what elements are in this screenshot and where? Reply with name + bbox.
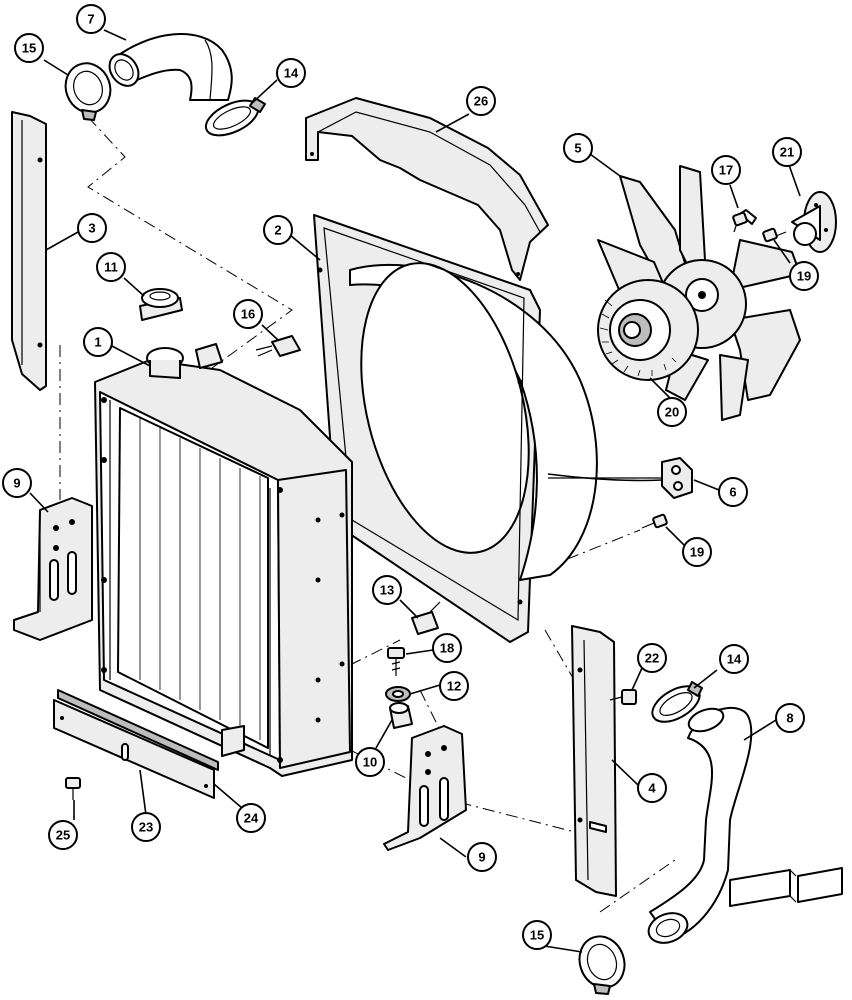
callout-3: 3 (77, 213, 107, 243)
callout-label: 21 (780, 145, 794, 160)
bolt-17 (732, 209, 757, 233)
callout-label: 25 (56, 828, 70, 843)
grommet (547, 457, 693, 499)
callout-15-upper: 15 (14, 33, 44, 63)
callout-label: 22 (645, 651, 659, 666)
callout-label: 15 (530, 928, 544, 943)
callout-label: 14 (284, 66, 299, 81)
hose-clamp-top (64, 62, 112, 121)
hose-clamp-bottom (578, 935, 626, 995)
callout-10: 10 (355, 747, 385, 777)
callout-19-upper: 19 (789, 261, 819, 291)
leader-lines (29, 29, 801, 953)
callout-label: 19 (690, 545, 704, 560)
callout-label: 12 (447, 679, 461, 694)
callout-8: 8 (775, 703, 805, 733)
temp-sender (255, 335, 301, 357)
callout-label: 11 (104, 260, 118, 275)
bolt-19-upper (762, 227, 787, 243)
callout-label: 5 (574, 141, 581, 156)
bottom-seal (57, 689, 219, 771)
callout-13: 13 (372, 575, 402, 605)
callout-21: 21 (772, 137, 802, 167)
mounting-bracket-left (13, 497, 93, 641)
upper-hose (108, 33, 233, 101)
callout-label: 3 (88, 221, 95, 236)
top-shroud (305, 97, 549, 281)
callout-label: 7 (87, 12, 94, 27)
callout-label: 6 (729, 485, 736, 500)
lower-hose (647, 707, 843, 944)
callout-18: 18 (432, 633, 462, 663)
callout-label: 1 (94, 335, 101, 350)
callout-label: 9 (13, 476, 20, 491)
callout-label: 20 (665, 405, 679, 420)
callout-label: 17 (719, 163, 733, 178)
bolt-22 (609, 689, 637, 705)
callout-25: 25 (48, 820, 78, 850)
callout-1: 1 (83, 327, 113, 357)
callout-5: 5 (563, 133, 593, 163)
callout-23: 23 (131, 812, 161, 842)
callout-label: 13 (380, 583, 394, 598)
hose-clamp-upper (204, 97, 266, 137)
callout-label: 16 (241, 307, 255, 322)
callout-label: 18 (440, 641, 454, 656)
callout-label: 14 (727, 652, 742, 667)
callout-2: 2 (263, 215, 293, 245)
callout-9-left: 9 (2, 468, 32, 498)
callout-6: 6 (718, 477, 748, 507)
washer-12 (385, 686, 411, 702)
fan-shroud (313, 214, 598, 643)
bolt-18 (387, 647, 405, 676)
bottom-strip (53, 699, 215, 799)
callout-26: 26 (466, 86, 496, 116)
callout-4: 4 (637, 773, 667, 803)
callout-11: 11 (96, 252, 126, 282)
callout-7: 7 (76, 4, 106, 34)
callout-label: 10 (363, 755, 377, 770)
radiator-cap (139, 288, 183, 321)
callout-label: 23 (139, 820, 153, 835)
hose-clamp-lower (651, 681, 703, 723)
callout-22: 22 (637, 643, 667, 673)
drain-valve (411, 601, 441, 635)
callout-label: 2 (274, 223, 281, 238)
callout-label: 9 (478, 850, 485, 865)
callout-24: 24 (236, 803, 266, 833)
callout-14-upper: 14 (276, 58, 306, 88)
callout-label: 19 (797, 269, 811, 284)
callout-9-right: 9 (467, 842, 497, 872)
callout-label: 8 (786, 711, 793, 726)
callout-label: 4 (648, 781, 656, 796)
callout-label: 26 (474, 94, 488, 109)
callout-20: 20 (657, 397, 687, 427)
callout-label: 24 (244, 811, 259, 826)
callout-12: 12 (439, 671, 469, 701)
callout-14-lower: 14 (719, 644, 749, 674)
fan-assembly (597, 165, 801, 421)
side-baffle-right (571, 625, 617, 897)
bolt-19-lower (641, 513, 668, 529)
mounting-bracket-right (383, 725, 467, 851)
fan-hub (791, 191, 837, 253)
side-baffle-left (11, 111, 47, 391)
callout-15-lower: 15 (522, 920, 552, 950)
bolt-25 (65, 777, 81, 800)
radiator (94, 343, 353, 777)
callout-19-lower: 19 (682, 537, 712, 567)
callout-17: 17 (711, 155, 741, 185)
callout-16: 16 (233, 299, 263, 329)
callout-label: 15 (22, 41, 36, 56)
bushing-10 (389, 702, 413, 729)
